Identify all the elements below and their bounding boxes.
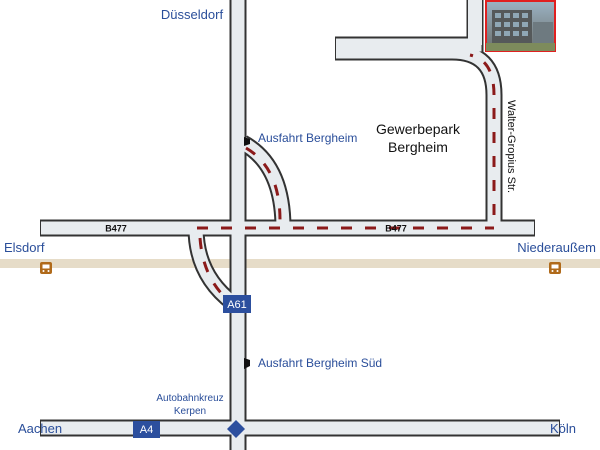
building-photo-icon: [485, 0, 556, 52]
b477-west-label: B477: [105, 224, 127, 234]
exit-flag-icon: [244, 358, 250, 369]
place-dusseldorf: Düsseldorf: [161, 7, 224, 22]
place-elsdorf: Elsdorf: [4, 240, 45, 255]
b477-east-label: B477: [385, 224, 407, 234]
place-niederaussem: Niederaußem: [517, 240, 596, 255]
place-aachen: Aachen: [18, 421, 62, 436]
interchange-diamond-icon: [227, 420, 245, 438]
a61-label: A61: [227, 299, 247, 311]
a61-shield: [223, 295, 251, 313]
area-label-line2: Bergheim: [388, 139, 448, 155]
place-koln: Köln: [550, 421, 576, 436]
exit-flag-icon: [244, 137, 250, 146]
interchange-label-line1: Autobahnkreuz: [156, 393, 223, 404]
street-walter-gropius: Walter-Gropius Str.: [505, 100, 517, 193]
route-dashes: [197, 53, 496, 302]
road-merge-2: [336, 41, 476, 56]
railway-line: [0, 259, 600, 268]
road-merge: [468, 0, 482, 45]
exit-bergheim-sued-label: Ausfahrt Bergheim Süd: [258, 356, 382, 370]
area-label-line1: Gewerbepark: [376, 121, 461, 137]
a4-label: A4: [140, 424, 153, 436]
exit-bergheim-label: Ausfahrt Bergheim: [258, 131, 357, 145]
rail-station-icon: [40, 262, 52, 274]
a4-shield: [133, 421, 160, 438]
rail-station-icon: [549, 262, 561, 274]
interchange-label-line2: Kerpen: [174, 406, 206, 417]
